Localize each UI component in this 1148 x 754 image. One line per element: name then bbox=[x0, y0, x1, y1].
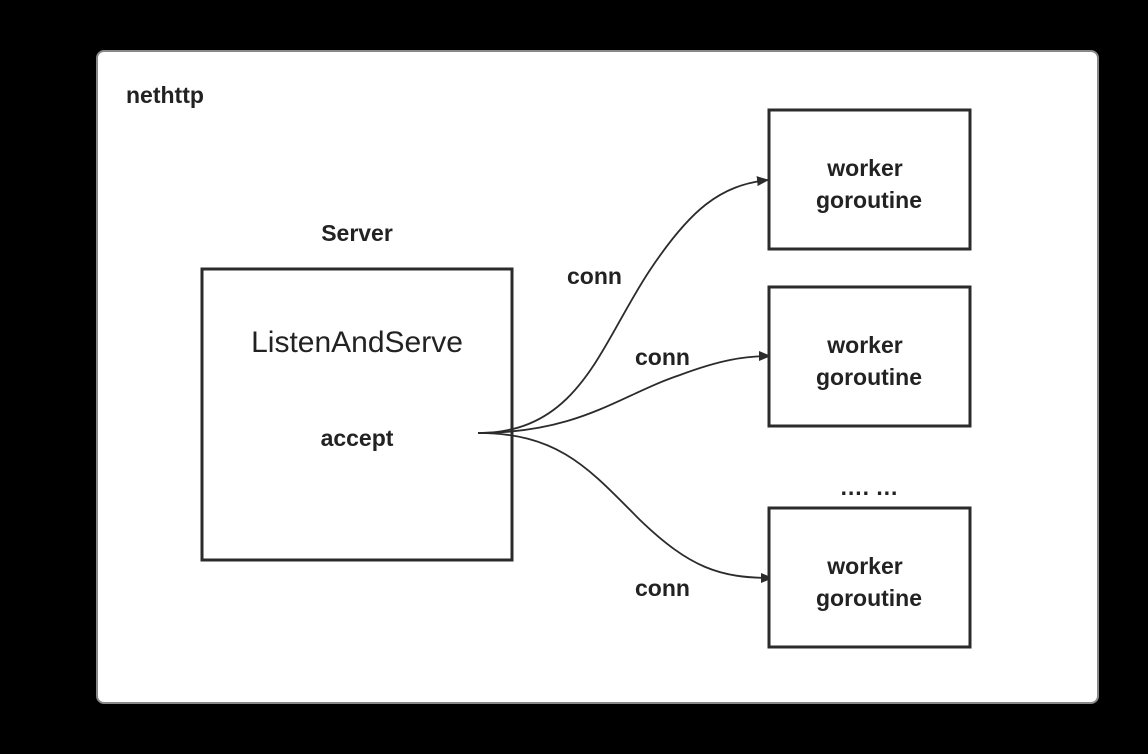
worker-3-line1: worker bbox=[826, 553, 902, 579]
worker-box-1 bbox=[767, 108, 972, 251]
listen-and-serve-label: ListenAndServe bbox=[251, 326, 463, 359]
worker-box-2 bbox=[767, 285, 972, 428]
accept-label: accept bbox=[321, 425, 394, 451]
worker-1-line1: worker bbox=[826, 155, 902, 181]
conn-edge-3 bbox=[477, 432, 773, 583]
conn-label-1: conn bbox=[567, 263, 622, 289]
worker-2-line2: goroutine bbox=[816, 364, 922, 390]
server-label: Server bbox=[321, 220, 393, 246]
more-workers-ellipsis: …. … bbox=[840, 474, 899, 500]
worker-1-line2: goroutine bbox=[816, 187, 922, 213]
worker-2-line1: worker bbox=[826, 332, 902, 358]
conn-label-2: conn bbox=[635, 344, 690, 370]
server-box bbox=[200, 267, 514, 562]
conn-edge-2 bbox=[477, 351, 771, 434]
conn-edge-1 bbox=[477, 176, 769, 434]
worker-box-3 bbox=[767, 506, 972, 649]
worker-3-line2: goroutine bbox=[816, 585, 922, 611]
container-label: nethttp bbox=[126, 82, 204, 108]
conn-label-3: conn bbox=[635, 575, 690, 601]
